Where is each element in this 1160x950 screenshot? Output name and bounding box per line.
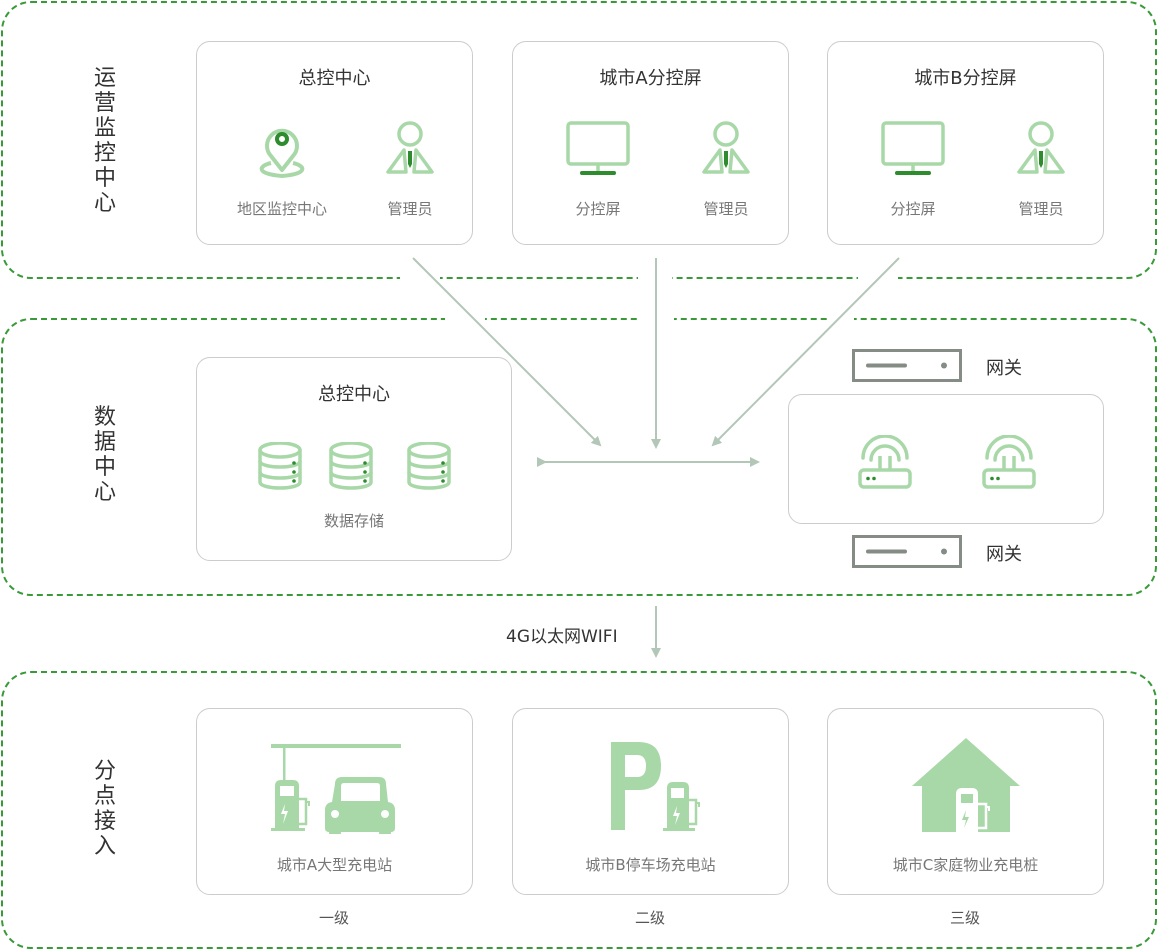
wifi-router-icon bbox=[858, 435, 912, 489]
gateway-icon bbox=[852, 349, 962, 382]
card-title: 总控中心 bbox=[318, 384, 390, 405]
card-city-a-screen: 城市A分控屏 分控屏 管理员 bbox=[512, 41, 789, 245]
tier-label: 二级 bbox=[634, 909, 665, 927]
item-admin: 管理员 bbox=[661, 120, 791, 219]
arrow-ops-to-data-right bbox=[711, 257, 900, 447]
zone-label-data-center: 数据中心 bbox=[93, 405, 116, 505]
storage-label: 数据存储 bbox=[323, 512, 384, 530]
item-label: 分控屏 bbox=[890, 200, 936, 218]
item-label: 管理员 bbox=[1018, 200, 1064, 218]
zone-label-operations: 运营监控中心 bbox=[93, 66, 116, 216]
card-data-storage: 总控中心 数据存储 bbox=[196, 357, 512, 561]
border-gap bbox=[445, 316, 485, 322]
item-regional-monitor: 地区监控中心 bbox=[217, 120, 347, 219]
arrow-ops-to-data-left bbox=[412, 257, 602, 447]
item-label: 管理员 bbox=[387, 200, 433, 218]
border-gap bbox=[400, 276, 440, 282]
zone-label-point-access: 分点接入 bbox=[93, 759, 116, 859]
gateway-label-bottom: 网关 bbox=[986, 544, 1022, 565]
station-label: 城市C家庭物业充电桩 bbox=[892, 856, 1039, 874]
database-icon bbox=[258, 442, 302, 490]
card-title: 城市B分控屏 bbox=[914, 68, 1017, 89]
item-sub-screen: 分控屏 bbox=[848, 120, 978, 219]
admin-user-icon bbox=[1017, 121, 1065, 174]
item-label: 分控屏 bbox=[575, 200, 621, 218]
zone-operations-monitoring bbox=[1, 1, 1157, 279]
database-icon bbox=[407, 442, 451, 490]
tier-label: 三级 bbox=[949, 909, 980, 927]
item-label: 地区监控中心 bbox=[236, 200, 327, 218]
tier-label: 一级 bbox=[318, 909, 349, 927]
monitor-icon bbox=[566, 121, 630, 175]
gateway-icon bbox=[852, 535, 962, 568]
item-sub-screen: 分控屏 bbox=[533, 120, 663, 219]
card-routers bbox=[788, 394, 1104, 524]
gateway-label-top: 网关 bbox=[986, 358, 1022, 379]
database-icon-group bbox=[258, 442, 451, 490]
card-master-control: 总控中心 地区监控中心 管理员 bbox=[196, 41, 473, 245]
admin-user-icon bbox=[702, 121, 750, 174]
zone-point-access bbox=[1, 671, 1157, 949]
card-city-c-home: 城市C家庭物业充电桩 bbox=[827, 708, 1104, 895]
wifi-router-icon bbox=[982, 435, 1036, 489]
item-label: 管理员 bbox=[703, 200, 749, 218]
card-city-a-station: 城市A大型充电站 bbox=[196, 708, 473, 895]
item-admin: 管理员 bbox=[345, 120, 475, 219]
border-gap bbox=[830, 316, 854, 322]
home-charger-icon bbox=[912, 738, 1020, 832]
card-title: 城市A分控屏 bbox=[599, 68, 702, 89]
card-title: 总控中心 bbox=[298, 68, 371, 89]
station-label: 城市A大型充电站 bbox=[276, 856, 393, 874]
card-city-b-parking: 城市B停车场充电站 bbox=[512, 708, 789, 895]
zone-data-center bbox=[1, 318, 1157, 596]
monitor-icon bbox=[881, 121, 945, 175]
station-label: 城市B停车场充电站 bbox=[585, 856, 716, 874]
link-label: 4G以太网WIFI bbox=[506, 627, 618, 647]
map-pin-icon bbox=[259, 128, 305, 179]
card-city-b-screen: 城市B分控屏 分控屏 管理员 bbox=[827, 41, 1104, 245]
parking-charger-icon bbox=[611, 742, 700, 831]
database-icon bbox=[329, 442, 373, 490]
item-admin: 管理员 bbox=[976, 120, 1106, 219]
admin-user-icon bbox=[386, 121, 434, 174]
charging-station-car-icon bbox=[271, 744, 401, 834]
